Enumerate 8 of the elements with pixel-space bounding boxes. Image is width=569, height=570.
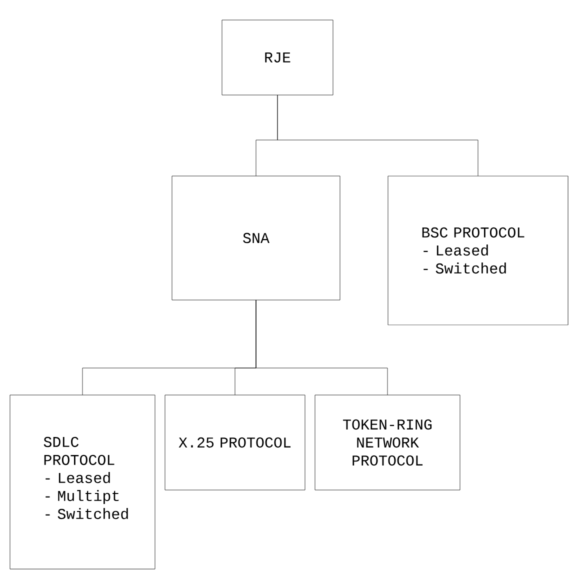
process-box: RJE <box>222 20 334 96</box>
process-box: X.25 PROTOCOL <box>164 394 306 490</box>
connector-line <box>256 300 388 396</box>
connector-line <box>277 94 478 176</box>
process-box: TOKEN-RING NETWORK PROTOCOL <box>314 394 460 490</box>
process-box: BSC PROTOCOL - Leased - Switched <box>388 176 568 326</box>
process-box: SNA <box>172 176 340 300</box>
process-box: SDLC PROTOCOL - Leased - Multipt - Switched <box>10 394 156 570</box>
